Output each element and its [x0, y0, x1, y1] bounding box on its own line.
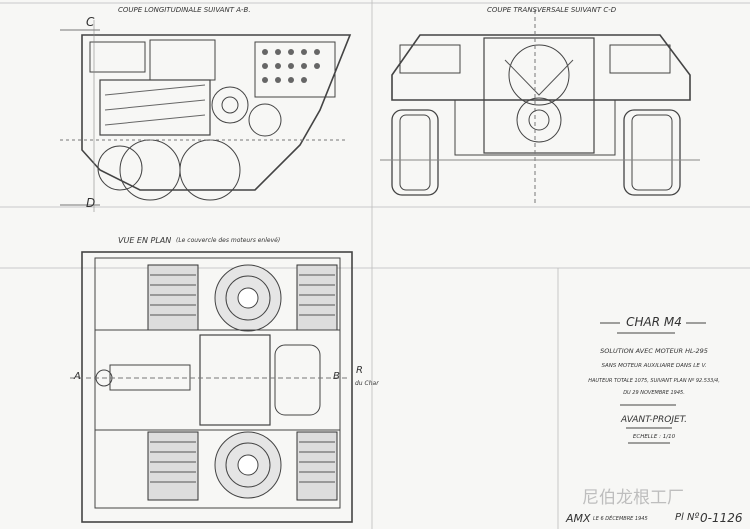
title-line-4: DU 29 NOVEMBRE 1945. — [623, 390, 685, 396]
longitudinal-section — [60, 20, 352, 212]
section-marker-d: D — [86, 196, 96, 210]
drawing-title: CHAR M4 — [626, 315, 682, 329]
watermark: 尼伯龙根工厂 — [582, 488, 684, 508]
title-block: CHAR M4 SOLUTION AVEC MOTEUR HL-295 SANS… — [560, 300, 748, 529]
transverse-section — [380, 10, 700, 205]
section-marker-c: C — [86, 15, 95, 29]
maker-label: AMX — [566, 512, 591, 525]
section-marker-b: B — [333, 371, 340, 382]
plan-view-label: VUE EN PLAN — [118, 236, 172, 245]
title-line-3: HAUTEUR TOTALE 1075, SUIVANT PLAN Nº 92.… — [588, 378, 720, 384]
marker-r-note: du Char — [355, 380, 379, 387]
plan-number-label: Pl Nº — [675, 512, 700, 523]
scale-label: ECHELLE : 1/10 — [632, 434, 676, 440]
date-label: LE 6 DÉCEMBRE 1945 — [593, 516, 648, 522]
plan-number: 0-1126 — [700, 511, 743, 525]
plan-view — [70, 251, 353, 523]
title-line-1: SOLUTION AVEC MOTEUR HL-295 — [600, 347, 708, 355]
section-marker-a: A — [74, 371, 81, 382]
title-line-2: SANS MOTEUR AUXILIAIRE DANS LE V. — [601, 363, 707, 369]
marker-r: R — [356, 365, 363, 376]
title-block-rules — [600, 322, 706, 444]
transverse-section-label: COUPE TRANSVERSALE SUIVANT C-D — [487, 6, 617, 14]
plan-view-note: (Le couvercle des moteurs enlevé) — [176, 237, 281, 244]
track-grille — [147, 264, 338, 501]
stage-label: AVANT-PROJET. — [620, 415, 687, 425]
longitudinal-section-label: COUPE LONGITUDINALE SUIVANT A-B. — [118, 6, 251, 14]
